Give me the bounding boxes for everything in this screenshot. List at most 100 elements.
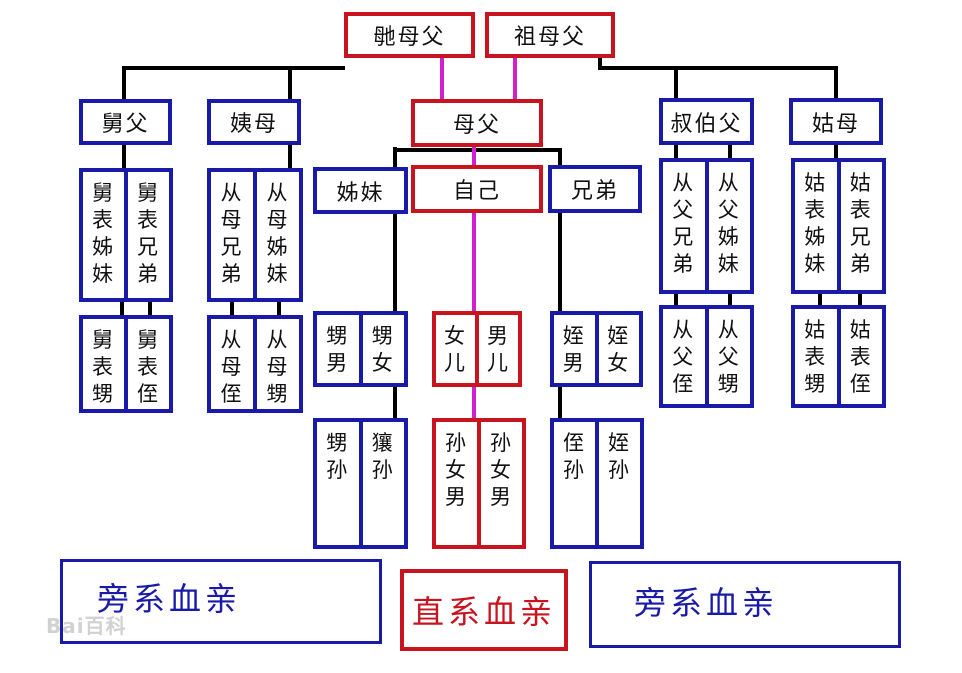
cell-yi-cousin-sister: 从母姊妹 xyxy=(253,172,299,298)
cell-gu-nephew-sororal: 姑表甥 xyxy=(795,309,837,404)
brothers-label: 兄弟 xyxy=(570,179,619,204)
cell-character: 孙 xyxy=(608,458,631,482)
cell-character: 男 xyxy=(562,351,586,375)
cell-character: 侄 xyxy=(137,382,160,406)
brother-children: 姪男 姪女 xyxy=(550,311,643,387)
cell-character: 姑 xyxy=(804,318,828,342)
cell-character: 父 xyxy=(717,345,741,369)
sisters-box: 姊妹 xyxy=(313,167,408,214)
cell-character: 母 xyxy=(220,208,244,232)
cell-character: 侄 xyxy=(672,372,696,396)
cell-character: 侄 xyxy=(849,372,873,396)
cell-grandchild-2: 孙女男 xyxy=(477,422,522,545)
cell-character: 表 xyxy=(804,345,828,369)
cell-character: 甥 xyxy=(326,324,350,348)
cell-brother-grandson: 侄孙 xyxy=(554,422,595,545)
cell-shu-cousin-brother: 从父兄弟 xyxy=(663,162,705,290)
cell-shu-nephew-fraternal: 从父侄 xyxy=(663,309,705,404)
cell-character: 母 xyxy=(266,355,290,379)
cell-character: 表 xyxy=(849,345,873,369)
sister-grandchildren: 甥孙 獽孙 xyxy=(313,418,408,549)
cell-character: 姊 xyxy=(717,225,741,249)
maternal-aunt-children: 从母侄 从母甥 xyxy=(207,315,303,413)
cell-character: 女 xyxy=(444,324,467,348)
own-children: 女儿 男儿 xyxy=(432,311,522,387)
cell-yi-nephew-sororal: 从母甥 xyxy=(253,319,299,409)
cell-character: 从 xyxy=(672,318,696,342)
cell-character: 男 xyxy=(487,324,510,348)
cell-character: 甥 xyxy=(266,382,290,406)
cell-character: 妹 xyxy=(804,252,828,276)
cell-brother-daughter: 姪女 xyxy=(594,315,640,383)
cell-jiu-cousin-sister: 舅表姊妹 xyxy=(83,172,124,298)
paternal-uncle-label: 叔伯父 xyxy=(670,111,743,137)
cell-character: 女 xyxy=(490,458,513,482)
maternal-uncle-label: 舅父 xyxy=(101,112,150,137)
paternal-aunt-label: 姑母 xyxy=(811,111,860,137)
cell-daughter: 女儿 xyxy=(436,315,475,383)
cell-gu-nephew-fraternal: 姑表侄 xyxy=(836,309,883,404)
cell-brother-granddaughter: 姪孙 xyxy=(595,422,640,545)
cell-grandchild-1: 孙女男 xyxy=(436,422,477,545)
grandparents-paternal-box: 祖母父 xyxy=(485,12,615,58)
cell-sister-son: 甥男 xyxy=(317,315,359,383)
cell-character: 母 xyxy=(266,208,290,232)
cell-gu-cousin-brother: 姑表兄弟 xyxy=(836,162,883,290)
cell-character: 姑 xyxy=(804,171,828,195)
cell-shu-cousin-sister: 从父姊妹 xyxy=(704,162,751,290)
cell-character: 表 xyxy=(137,355,160,379)
cell-character: 妹 xyxy=(92,262,115,286)
cell-character: 兄 xyxy=(672,225,696,249)
legend-collateral-left-text: 旁系血亲 xyxy=(97,580,242,618)
paternal-uncle-cousins: 从父兄弟 从父姊妹 xyxy=(659,158,754,294)
cell-character: 侄 xyxy=(563,431,586,455)
cell-character: 从 xyxy=(266,181,290,205)
cell-character: 姑 xyxy=(849,171,873,195)
cell-character: 弟 xyxy=(672,252,696,276)
grandparents-maternal-box: 毑母父 xyxy=(344,12,475,58)
cell-character: 从 xyxy=(220,181,244,205)
cell-character: 孙 xyxy=(326,458,350,482)
cell-character: 姊 xyxy=(804,225,828,249)
grandparents-maternal-label: 毑母父 xyxy=(373,25,446,50)
maternal-uncle-cousins: 舅表姊妹 舅表兄弟 xyxy=(79,168,173,302)
maternal-uncle-children: 舅表甥 舅表侄 xyxy=(79,315,173,413)
cell-character: 孙 xyxy=(371,458,395,482)
own-grandchildren: 孙女男 孙女男 xyxy=(432,418,526,549)
legend-collateral-left: 旁系血亲 xyxy=(60,559,382,644)
cell-character: 弟 xyxy=(849,252,873,276)
line-jiu-children xyxy=(120,300,152,317)
cell-character: 舅 xyxy=(137,181,160,205)
cell-character: 姪 xyxy=(607,324,631,348)
cell-character: 兄 xyxy=(220,235,244,259)
cell-character: 女 xyxy=(607,351,631,375)
cell-character: 甥 xyxy=(804,372,828,396)
cell-shu-nephew-sororal: 从父甥 xyxy=(704,309,751,404)
cell-character: 父 xyxy=(672,345,696,369)
cell-character: 侄 xyxy=(220,382,244,406)
cell-brother-son: 姪男 xyxy=(554,315,595,383)
cell-jiu-cousin-brother: 舅表兄弟 xyxy=(124,172,169,298)
grandparents-paternal-label: 祖母父 xyxy=(513,25,586,50)
cell-character: 儿 xyxy=(487,351,510,375)
cell-character: 姊 xyxy=(266,235,290,259)
cell-character: 姪 xyxy=(562,324,586,348)
line-gu-children xyxy=(818,292,862,307)
cell-character: 孙 xyxy=(445,431,468,455)
maternal-aunt-box: 姨母 xyxy=(207,99,301,145)
cell-character: 父 xyxy=(717,198,741,222)
cell-yi-nephew-fraternal: 从母侄 xyxy=(211,319,253,409)
line-left-branch xyxy=(122,66,345,101)
cell-character: 舅 xyxy=(92,181,115,205)
cell-character: 从 xyxy=(672,171,696,195)
cell-character: 表 xyxy=(849,198,873,222)
paternal-aunt-cousins: 姑表姊妹 姑表兄弟 xyxy=(791,158,886,294)
line-shu-down xyxy=(674,143,732,160)
self-box: 自己 xyxy=(411,165,543,213)
cell-character: 妹 xyxy=(717,252,741,276)
cell-jiu-nephew-sororal: 舅表甥 xyxy=(83,319,124,409)
legend-direct: 直系血亲 xyxy=(400,569,568,651)
self-label: 自己 xyxy=(452,179,501,204)
cell-character: 姑 xyxy=(849,318,873,342)
